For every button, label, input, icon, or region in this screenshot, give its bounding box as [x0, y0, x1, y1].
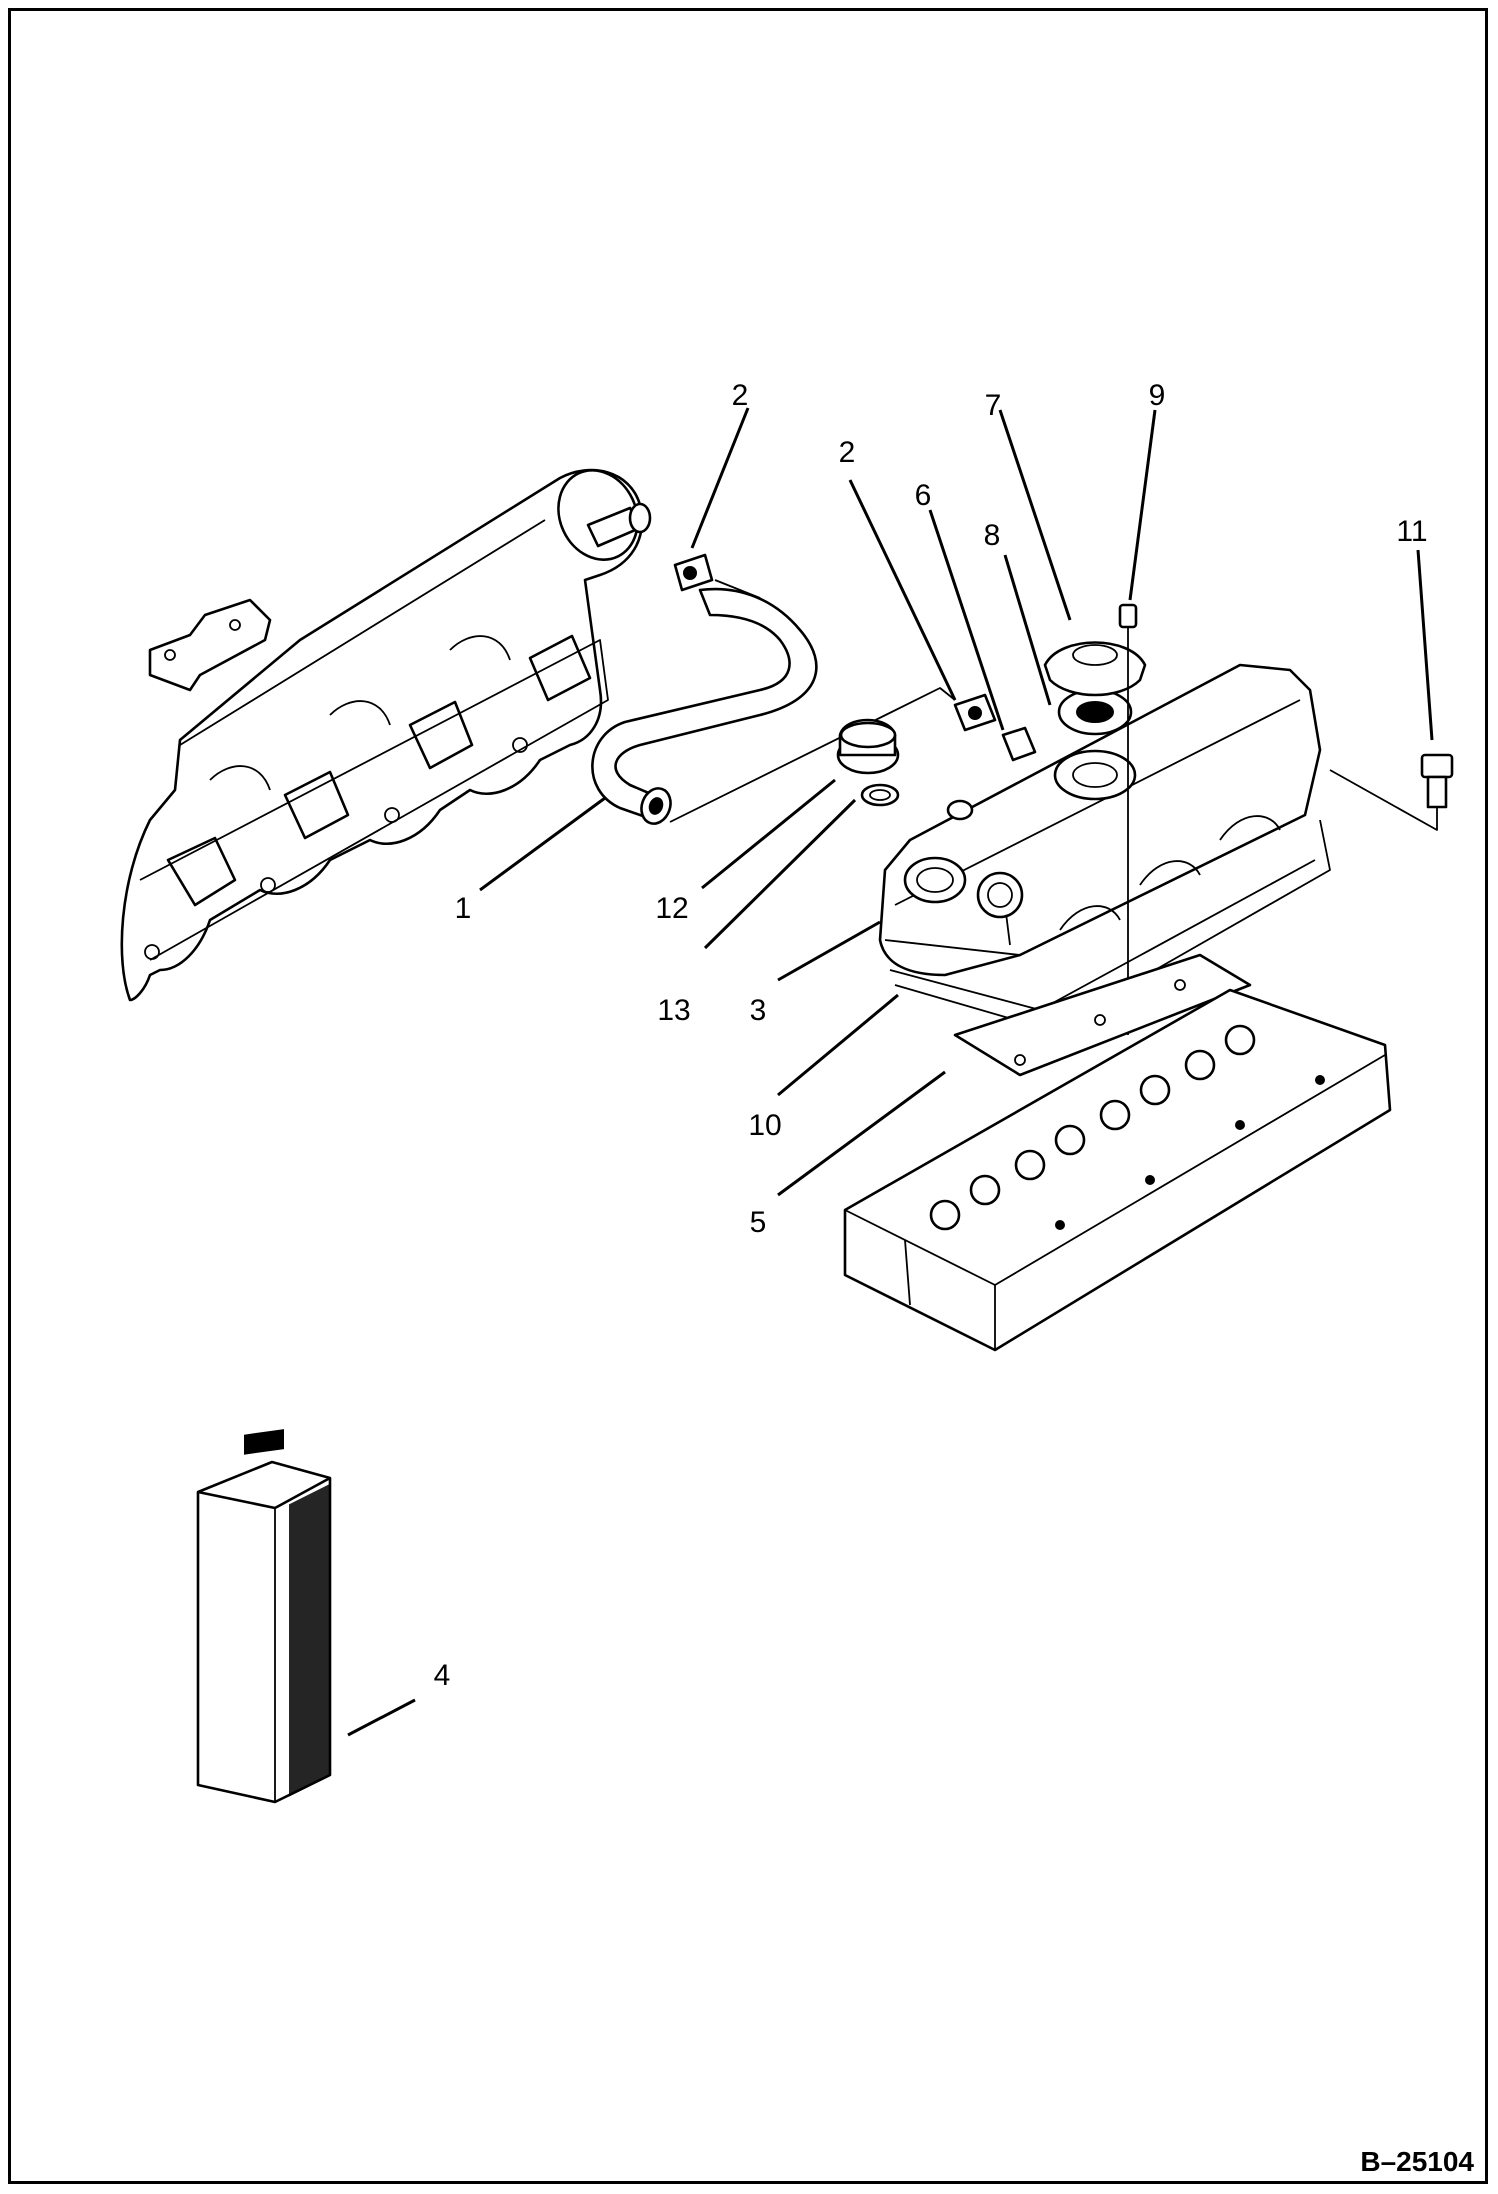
breather-hose [591, 553, 956, 825]
callout-1: 1 [455, 892, 472, 925]
parts-kit-box [196, 1429, 332, 1804]
drawing-number: B–25104 [1360, 2146, 1474, 2177]
callout-6: 6 [915, 479, 932, 512]
callout-13: 13 [657, 994, 690, 1027]
cylinder-head [843, 988, 1392, 1352]
callout-9: 9 [1149, 379, 1166, 412]
callout-2-right: 2 [839, 436, 856, 469]
callout-4: 4 [434, 1659, 451, 1692]
oil-filler-cap [836, 718, 900, 775]
callout-8: 8 [984, 519, 1001, 552]
gasket-plate [953, 953, 1252, 1077]
callout-12: 12 [655, 892, 688, 925]
callout-2-upper: 2 [732, 379, 749, 412]
drawing-frame [8, 8, 1488, 2184]
intake-manifold [120, 468, 652, 1002]
leader-lines [347, 407, 1434, 1737]
o-ring [860, 783, 900, 807]
callout-7: 7 [985, 389, 1002, 422]
breather-valve-assembly [953, 603, 1147, 1035]
callout-5: 5 [750, 1206, 767, 1239]
callout-labels: 2 2 6 8 7 9 11 1 12 13 3 10 5 4 [434, 379, 1428, 1692]
callout-3: 3 [750, 994, 767, 1027]
callout-10: 10 [748, 1109, 781, 1142]
valve-cover [878, 663, 1322, 977]
callout-11: 11 [1396, 515, 1427, 548]
cover-bolt [1329, 753, 1454, 831]
